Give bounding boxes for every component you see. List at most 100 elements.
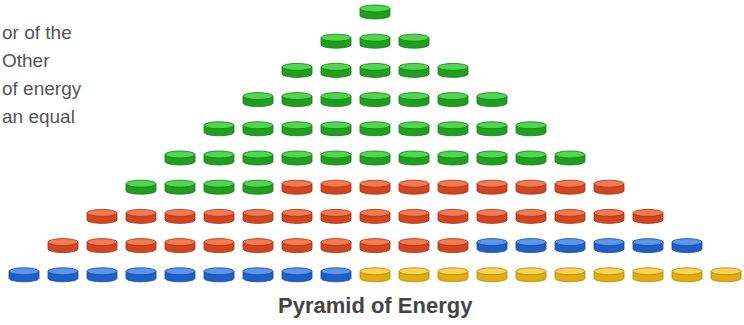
energy-coin [126, 209, 156, 223]
energy-coin [321, 180, 351, 194]
energy-coin [555, 239, 585, 253]
energy-coin [555, 151, 585, 165]
energy-coin [282, 209, 312, 223]
energy-coin [516, 209, 546, 223]
energy-coin [516, 268, 546, 282]
energy-coin [555, 209, 585, 223]
energy-coin [399, 122, 429, 136]
energy-coin [438, 239, 468, 253]
energy-coin [477, 180, 507, 194]
energy-coin [399, 268, 429, 282]
energy-coin [9, 268, 39, 282]
energy-coin [438, 63, 468, 77]
energy-coin [165, 239, 195, 253]
energy-coin [438, 180, 468, 194]
energy-coin [243, 180, 273, 194]
energy-coin [477, 268, 507, 282]
energy-coin [282, 122, 312, 136]
energy-coin [204, 122, 234, 136]
energy-coin [282, 63, 312, 77]
energy-coin [243, 122, 273, 136]
energy-coin [594, 180, 624, 194]
energy-coin [165, 209, 195, 223]
energy-coin [477, 239, 507, 253]
energy-coin [399, 239, 429, 253]
energy-coin [594, 268, 624, 282]
energy-coin [282, 239, 312, 253]
energy-coin [399, 34, 429, 48]
energy-coin [438, 151, 468, 165]
energy-coin [399, 151, 429, 165]
energy-coin [321, 239, 351, 253]
energy-coin [243, 93, 273, 107]
energy-coin [594, 239, 624, 253]
energy-coin [321, 151, 351, 165]
energy-coin [477, 209, 507, 223]
energy-coin [633, 209, 663, 223]
energy-coin [360, 34, 390, 48]
energy-coin [399, 180, 429, 194]
energy-coin [321, 34, 351, 48]
energy-coin [399, 93, 429, 107]
energy-coin [516, 239, 546, 253]
energy-coin [204, 268, 234, 282]
energy-coin [204, 180, 234, 194]
energy-coin [282, 151, 312, 165]
energy-coin [711, 268, 741, 282]
energy-coin [360, 5, 390, 19]
energy-coin [243, 239, 273, 253]
energy-coin [282, 93, 312, 107]
energy-coin [126, 268, 156, 282]
energy-coin [360, 122, 390, 136]
body-text: of energy [2, 78, 81, 100]
energy-coin [438, 209, 468, 223]
energy-coin [555, 268, 585, 282]
energy-coin [126, 239, 156, 253]
body-text: or of the [2, 22, 72, 44]
energy-coin [438, 122, 468, 136]
energy-coin [282, 268, 312, 282]
energy-coin [360, 63, 390, 77]
energy-coin [243, 151, 273, 165]
caption: Pyramid of Energy [278, 293, 472, 319]
energy-coin [438, 268, 468, 282]
energy-coin [204, 239, 234, 253]
energy-coin [204, 151, 234, 165]
energy-coin [321, 93, 351, 107]
energy-coin [165, 180, 195, 194]
energy-coin [672, 239, 702, 253]
energy-coin [516, 122, 546, 136]
energy-coin [672, 268, 702, 282]
energy-coin [243, 268, 273, 282]
energy-coin [243, 209, 273, 223]
energy-coin [87, 209, 117, 223]
energy-coin [87, 239, 117, 253]
energy-coin [165, 268, 195, 282]
energy-coin [516, 180, 546, 194]
energy-coin [126, 180, 156, 194]
energy-coin [438, 93, 468, 107]
energy-coin [321, 122, 351, 136]
energy-coin [399, 63, 429, 77]
energy-coin [477, 122, 507, 136]
energy-coin [555, 180, 585, 194]
energy-coin [282, 180, 312, 194]
energy-coin [360, 180, 390, 194]
energy-coin [594, 209, 624, 223]
energy-coin [87, 268, 117, 282]
energy-coin [477, 151, 507, 165]
energy-coin [633, 239, 663, 253]
energy-coin [477, 93, 507, 107]
energy-coin [165, 151, 195, 165]
energy-coin [48, 239, 78, 253]
energy-coin [360, 93, 390, 107]
energy-coin [321, 209, 351, 223]
energy-coin [633, 268, 663, 282]
energy-coin [321, 63, 351, 77]
energy-coin [360, 209, 390, 223]
energy-coin [48, 268, 78, 282]
energy-coin [516, 151, 546, 165]
body-text: an equal [2, 106, 75, 128]
energy-coin [321, 268, 351, 282]
